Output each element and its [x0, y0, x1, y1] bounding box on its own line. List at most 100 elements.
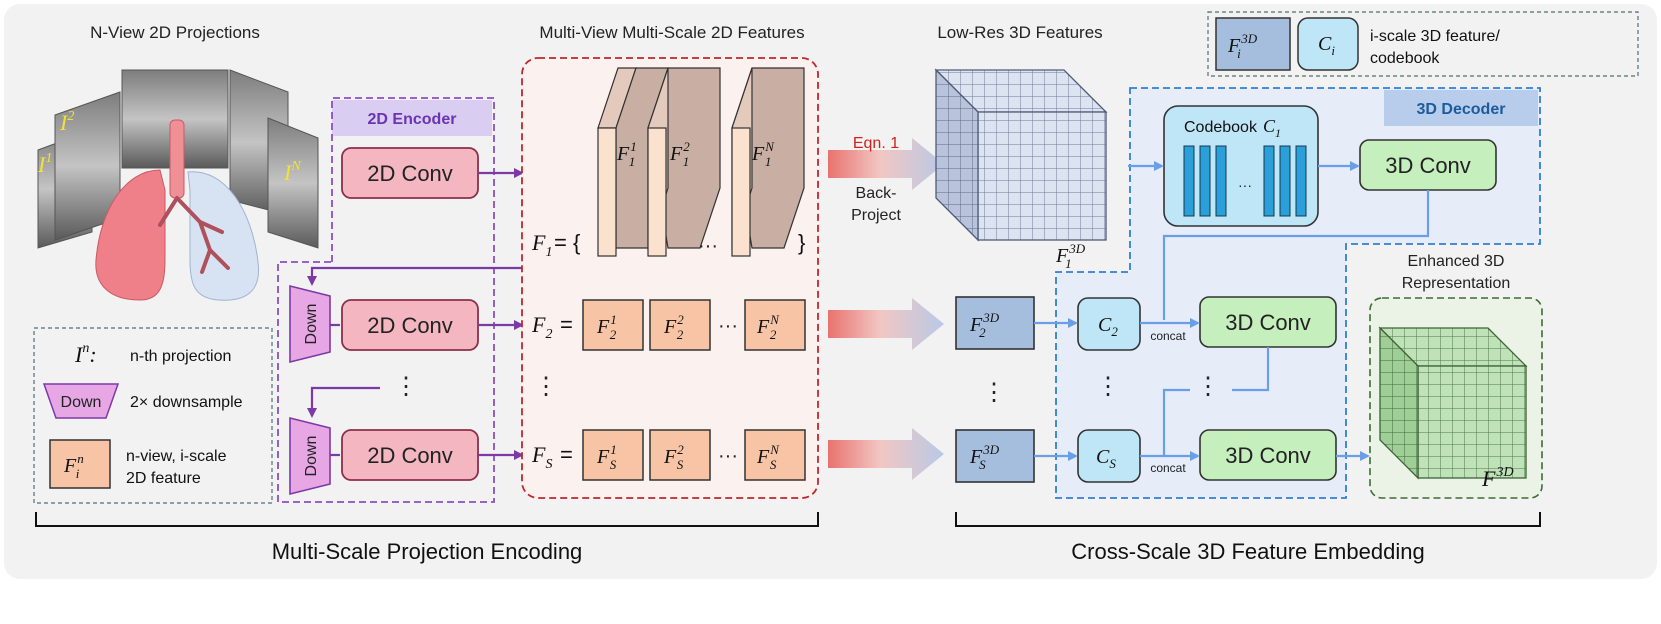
features2d-title: Multi-View Multi-Scale 2D Features: [539, 23, 804, 42]
proj-label-i2: I2: [59, 109, 74, 135]
feature-fs-1: [582, 429, 644, 481]
fs-ellipsis: ···: [718, 445, 738, 467]
left-brace: [35, 512, 819, 527]
trachea-icon: [169, 119, 185, 199]
xray-image-far-right: [267, 117, 319, 249]
legend-f3d-box: [1215, 17, 1291, 71]
feature-3d-fs: [955, 429, 1035, 483]
projections-title: N-View 2D Projections: [90, 23, 260, 42]
down-block-1: [289, 284, 331, 364]
enhanced-title-1: Enhanced 3D: [1408, 253, 1505, 270]
cube-front: [977, 111, 1107, 241]
encoder-vdots: ⋮: [394, 373, 418, 400]
backproject-label-1: Back-: [856, 185, 897, 202]
feature-slab-2: [647, 67, 721, 257]
slab-ellipsis: ···: [698, 235, 718, 257]
encoder-2d: 2D Encoder 2D Conv 2D Conv 2D Conv Down …: [277, 97, 495, 503]
legend-feature-desc-1: n-view, i-scale: [126, 448, 227, 465]
conv2d-label-1: 2D Conv: [367, 161, 453, 186]
set-f2-eq: =: [560, 312, 573, 337]
conv2d-label-2: 2D Conv: [367, 313, 453, 338]
decoder-vdots-2: ⋮: [1196, 373, 1220, 400]
conv2d-label-3: 2D Conv: [367, 443, 453, 468]
codebook-bars: [1183, 145, 1307, 217]
green-cube-side: [1379, 326, 1419, 480]
proj-label-iN: IN: [283, 159, 301, 185]
bronchi-icon: [158, 196, 230, 274]
arrow-dots-to-scaleS: [1162, 388, 1190, 455]
down-label-1: Down: [303, 304, 320, 345]
legend-feature-box: [49, 439, 111, 489]
feature-3d-f2: [955, 296, 1035, 350]
decoder-title-bg: [1384, 90, 1538, 126]
bottom-label-right: Cross-Scale 3D Feature Embedding: [1071, 539, 1424, 564]
set-f2-label: F2: [531, 312, 552, 342]
codebook-ellipsis: ···: [1238, 177, 1252, 193]
cube-side: [935, 68, 979, 242]
backproject-label-2: Project: [851, 207, 901, 224]
legend-proj-desc: n-th projection: [130, 348, 231, 365]
set-f1-open: = {: [554, 230, 580, 255]
big-arrow-2: [828, 298, 944, 350]
enhanced-3d: Enhanced 3D Representation F3D: [1369, 253, 1543, 499]
conv3d-label-3: 3D Conv: [1225, 443, 1311, 468]
codebook-cs-label: CS: [1096, 446, 1116, 471]
feature-f2-n: [744, 299, 806, 351]
f2-ellipsis: ···: [718, 315, 738, 337]
features-vdots: ⋮: [534, 373, 558, 400]
bottom-braces: [35, 512, 1541, 527]
legend-down-desc: 2× downsample: [130, 394, 243, 411]
set-f1-label: F1: [531, 230, 552, 260]
big-arrow-3: [828, 428, 944, 480]
legend-right-desc-1: i-scale 3D feature/: [1370, 28, 1500, 45]
legend-codebook-box: [1297, 17, 1359, 71]
backproject-arrows: Eqn. 1 Back- Project: [828, 135, 944, 480]
left-legend: In: n-th projection Down 2× downsample F…: [33, 327, 273, 504]
features-3d-vdots: ⋮: [982, 379, 1006, 406]
right-legend-box: [1207, 11, 1639, 77]
feature-f2-1: [582, 299, 644, 351]
arrow-conv1-to-scale2: [1162, 190, 1430, 320]
enhanced-title-2: Representation: [1402, 275, 1511, 292]
concat-label-1: concat: [1150, 329, 1186, 343]
down-label-2: Down: [303, 436, 320, 477]
lowres3d-title: Low-Res 3D Features: [937, 23, 1102, 42]
right-brace: [955, 512, 1541, 527]
codebook-c2-label: C2: [1098, 314, 1118, 339]
green-cube-front: [1417, 365, 1527, 479]
decoder-arrows: [1034, 161, 1430, 461]
legend-right-desc-2: codebook: [1370, 50, 1440, 67]
decoder-title: 3D Decoder: [1417, 101, 1506, 118]
arrow-conv2-down: [1232, 347, 1270, 392]
conv3d-label-1: 3D Conv: [1385, 153, 1471, 178]
set-fs-label: FS: [531, 442, 552, 472]
left-legend-box: [33, 327, 273, 504]
legend-feature-desc-2: 2D feature: [126, 470, 201, 487]
feature-fs-2: [649, 429, 711, 481]
decoder-dashed-border: [1055, 87, 1541, 499]
big-arrow-1: [828, 138, 944, 190]
feature-slab-n: [731, 67, 805, 257]
eqn-label: Eqn. 1: [853, 135, 899, 152]
decoder-vdots-1: ⋮: [1096, 373, 1120, 400]
proj-label-i1: I1: [37, 151, 52, 177]
projection-images: I1 I2 IN: [37, 69, 319, 301]
concat-label-2: concat: [1150, 461, 1186, 475]
